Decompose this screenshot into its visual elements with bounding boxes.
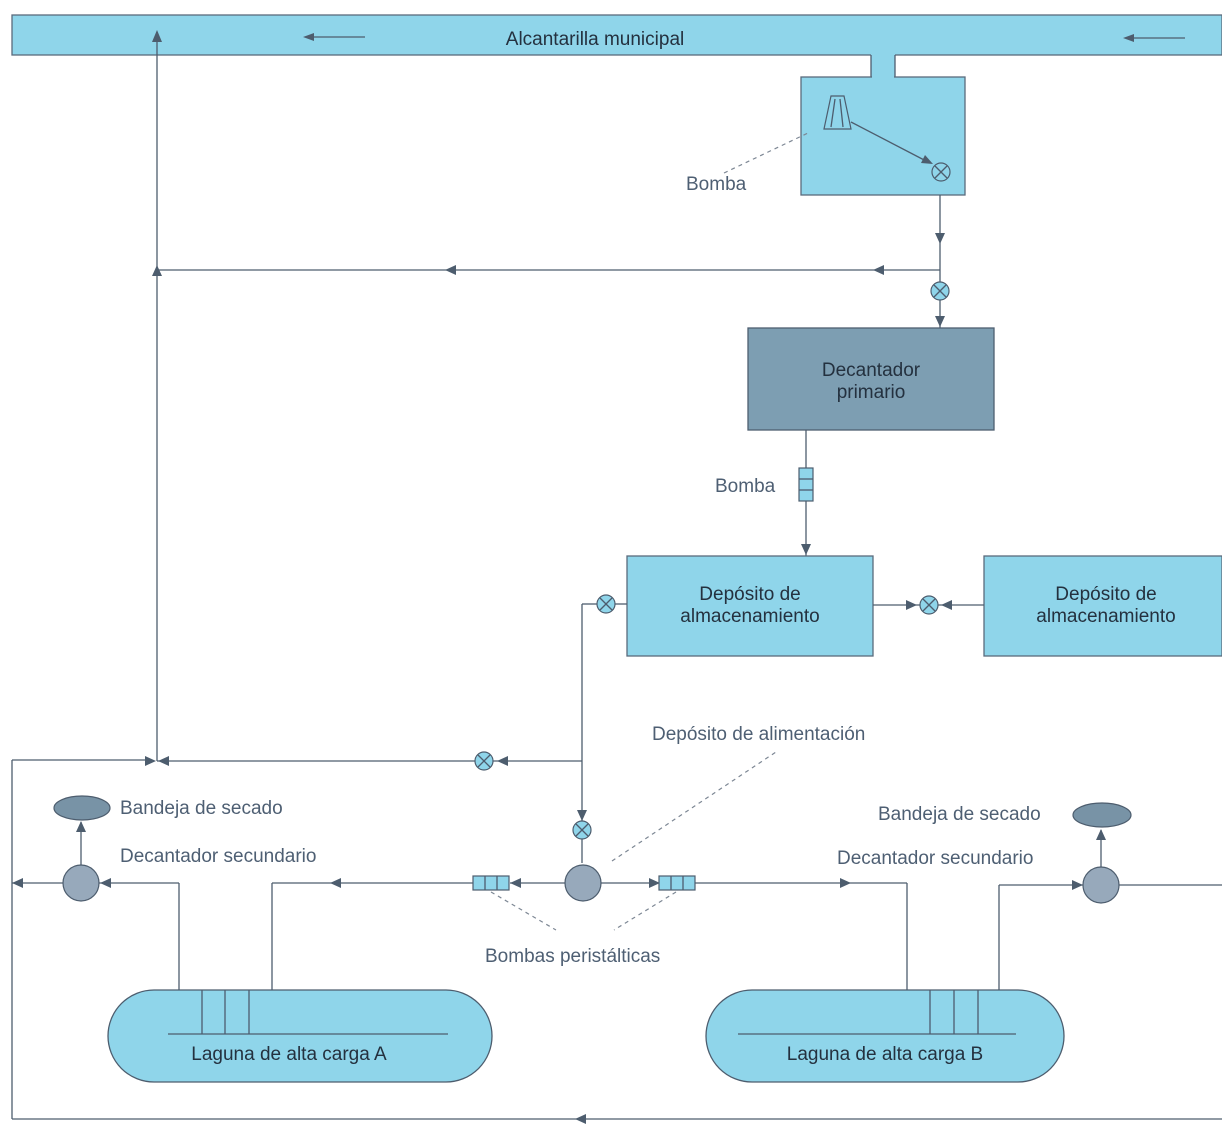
pump-top-label: Bomba: [686, 174, 747, 195]
pump-icon: [798, 467, 814, 502]
feed-tank: [564, 864, 602, 902]
storage-left-label-line2: almacenamiento: [680, 606, 819, 627]
primary-settler-label-line1: Decantador: [822, 360, 921, 381]
lagoon-b: Laguna de alta carga B: [705, 989, 1065, 1083]
peristaltic-pumps-label: Bombas peristálticas: [485, 946, 660, 967]
drying-tray-left-label: Bandeja de secado: [120, 798, 283, 819]
primary-settler: Decantador primario: [747, 327, 995, 431]
flow-arrow-icon: [1123, 34, 1185, 42]
lagoon-b-label: Laguna de alta carga B: [787, 1044, 984, 1065]
secondary-settler-right-label: Decantador secundario: [837, 848, 1033, 869]
storage-tank-right: Depósito de almacenamiento: [983, 555, 1222, 657]
storage-tank-left: Depósito de almacenamiento: [626, 555, 874, 657]
valve-icon: [474, 751, 494, 771]
peristaltic-pump-icon: [472, 875, 510, 891]
valve-icon: [596, 594, 616, 614]
municipal-sewer: Alcantarilla municipal: [11, 14, 1222, 78]
lagoon-a-label: Laguna de alta carga A: [191, 1044, 387, 1065]
flow-arrow-icon: [303, 33, 365, 41]
storage-right-label-line1: Depósito de: [1055, 584, 1156, 605]
primary-settler-label-line2: primario: [837, 382, 906, 403]
drying-tray-right: [1072, 802, 1132, 828]
drying-tray-left: [53, 795, 111, 821]
drying-tray-right-label: Bandeja de secado: [878, 804, 1041, 825]
sewer-label: Alcantarilla municipal: [506, 29, 684, 50]
lagoon-a: Laguna de alta carga A: [107, 989, 493, 1083]
storage-left-label-line1: Depósito de: [699, 584, 800, 605]
valve-icon: [572, 820, 592, 840]
secondary-settler-left-label: Decantador secundario: [120, 846, 316, 867]
peristaltic-pump-icon: [658, 875, 696, 891]
valve-icon: [930, 281, 950, 301]
storage-right-label-line2: almacenamiento: [1036, 606, 1175, 627]
secondary-settler-left: [62, 864, 100, 902]
pump-icon: [823, 95, 852, 130]
valve-icon: [919, 595, 939, 615]
secondary-settler-right: [1082, 866, 1120, 904]
pump-chamber: [800, 76, 966, 196]
pump-mid-label: Bomba: [715, 476, 776, 497]
valve-icon: [931, 162, 951, 182]
feed-tank-label: Depósito de alimentación: [652, 724, 865, 745]
